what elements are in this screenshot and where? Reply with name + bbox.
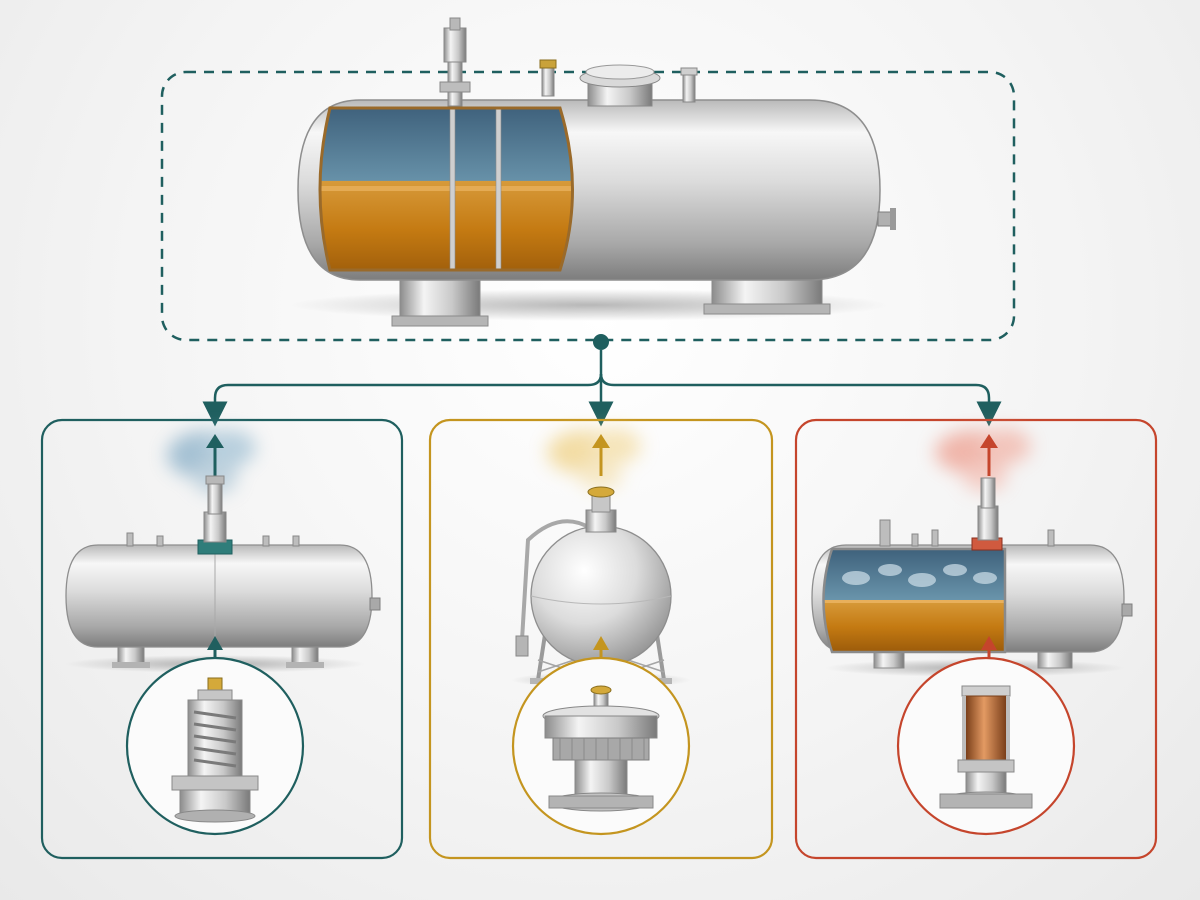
vent-plume-gold [547, 428, 641, 490]
panel-rupture-disc [794, 418, 1158, 860]
tank-top-relief-valve-icon [197, 475, 233, 555]
panel-pv-vent [428, 418, 774, 860]
sphere-top-vent-icon [585, 486, 617, 533]
connector-tree [202, 334, 1002, 427]
horizontal-tank-icon [65, 532, 381, 668]
main-vessel-right-nozzle [877, 211, 893, 227]
panel-relief-valve [40, 418, 404, 860]
main-liquid-level [320, 180, 573, 270]
spherical-tank-icon [515, 519, 672, 684]
panel-frame [40, 418, 404, 860]
main-vessel-cutaway [320, 108, 573, 270]
rupture-disc-assembly-icon [939, 685, 1033, 809]
main-vent-fitting-icon [539, 59, 557, 97]
main-vessel-cut-edge [318, 106, 574, 272]
panel-frame [428, 418, 774, 860]
panel-frame [794, 418, 1158, 860]
horizontal-tank-cutaway-icon [811, 519, 1133, 669]
manway-icon [579, 64, 661, 107]
main-vessel-group [160, 17, 1016, 342]
tank-top-relief-device-icon [971, 477, 1003, 551]
main-relief-valve-icon [439, 17, 471, 107]
spring-loaded-relief-valve-icon [171, 677, 259, 823]
main-gauge-fitting-icon [680, 67, 698, 103]
connector-root-node [593, 334, 609, 350]
vent-arrow-up [980, 434, 998, 476]
pressure-vacuum-vent-icon [542, 685, 660, 812]
vent-arrow-up [592, 434, 610, 476]
vent-arrow-up [206, 434, 224, 478]
